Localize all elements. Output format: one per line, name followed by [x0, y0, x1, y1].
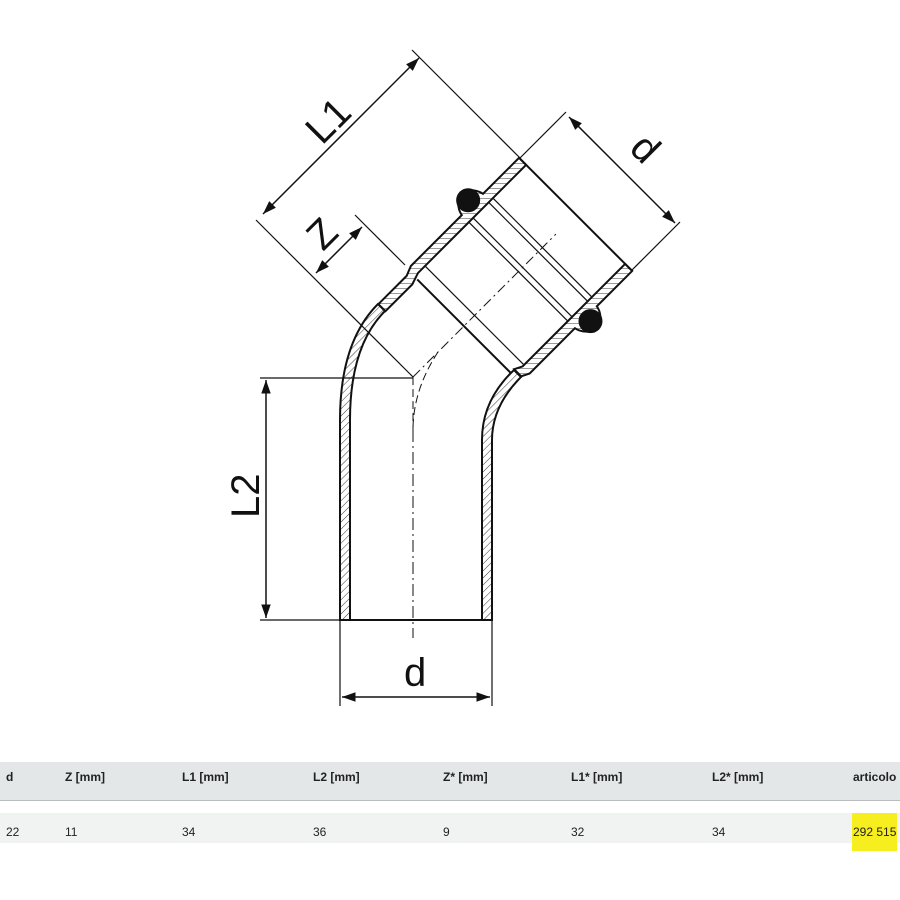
- o-ring-left: [456, 188, 481, 213]
- dimension-line-d-top: [568, 116, 676, 224]
- label-L1: L1: [297, 90, 360, 153]
- dimension-line-L1: [262, 57, 420, 215]
- dimension-line-Z: [315, 226, 363, 274]
- header-articolo: articolo: [853, 770, 897, 784]
- cell-l2-star: 34: [712, 825, 726, 839]
- lower-left-wall: [339, 302, 387, 621]
- label-L2: L2: [224, 474, 268, 519]
- cell-l1-star: 32: [571, 825, 585, 839]
- fitting-technical-drawing: L2 d L1 Z d: [224, 49, 681, 706]
- label-d-top: d: [622, 125, 669, 172]
- header-l2: L2 [mm]: [313, 770, 360, 784]
- cell-articolo-highlighted[interactable]: 292 515: [852, 813, 898, 851]
- o-ring-right: [578, 309, 603, 334]
- cell-z: 11: [65, 825, 78, 839]
- table-header: d Z [mm] L1 [mm] L2 [mm] Z* [mm] L1* [mm…: [0, 762, 900, 801]
- lower-right-wall: [481, 368, 523, 621]
- cell-z-star: 9: [443, 825, 450, 839]
- dimensions: [255, 49, 681, 706]
- header-d: d: [6, 770, 14, 784]
- header-l1: L1 [mm]: [182, 770, 229, 784]
- header-z: Z [mm]: [65, 770, 105, 784]
- header-l1-star: L1* [mm]: [571, 770, 623, 784]
- header-l2-star: L2* [mm]: [712, 770, 764, 784]
- cell-d: 22: [6, 825, 20, 839]
- cell-l1: 34: [182, 825, 196, 839]
- cell-l2: 36: [313, 825, 327, 839]
- header-z-star: Z* [mm]: [443, 770, 488, 784]
- fitting-body: [339, 156, 634, 638]
- table-row: 22 11 34 36 9 32 34 292 515: [0, 813, 900, 851]
- label-Z: Z: [298, 210, 346, 258]
- label-d-bottom: d: [404, 651, 426, 695]
